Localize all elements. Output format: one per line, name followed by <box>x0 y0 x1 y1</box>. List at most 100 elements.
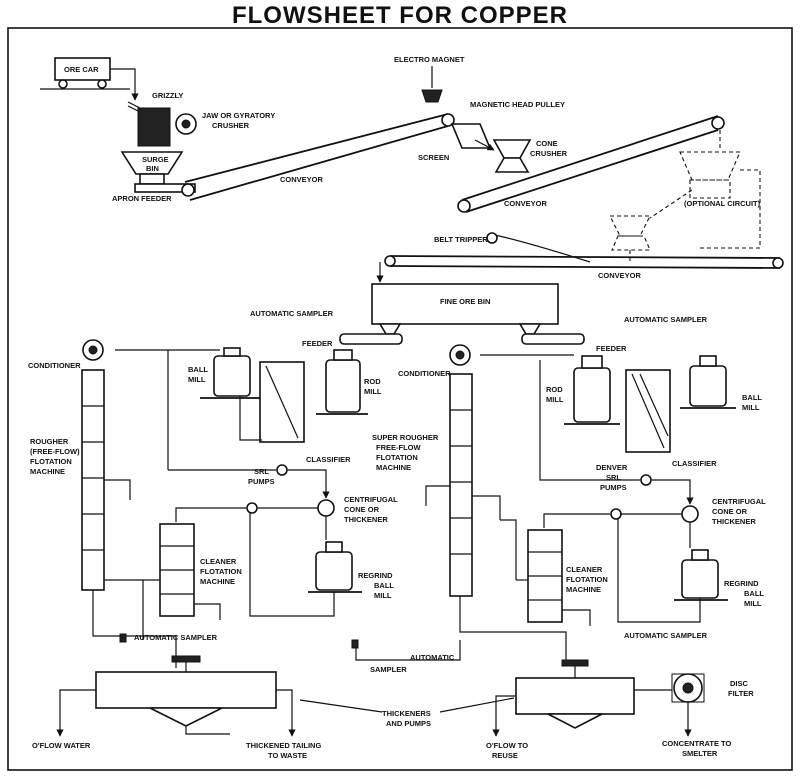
label-denver-srl-3: PUMPS <box>600 483 627 492</box>
label-rod-mill-right: ROD <box>546 385 563 394</box>
label-cleaner-left: CLEANER <box>200 557 237 566</box>
label-denver-srl-2: SRL <box>606 473 621 482</box>
label-electro-magnet: ELECTRO MAGNET <box>394 55 465 64</box>
label-rougher: ROUGHER <box>30 437 69 446</box>
label-srl-pumps-left: SRL <box>254 467 269 476</box>
page-title: FLOWSHEET FOR COPPER <box>231 2 568 29</box>
label-feeder-left: FEEDER <box>302 339 333 348</box>
label-conveyor-2: CONVEYOR <box>504 199 548 208</box>
label-super-rougher: SUPER ROUGHER <box>372 433 439 442</box>
label-rod-mill-left: ROD <box>364 377 381 386</box>
classifier-left <box>259 361 305 443</box>
rougher-flotation-machine <box>81 369 105 591</box>
classifier-right <box>625 369 671 453</box>
label-regrind-left-2: BALL <box>374 581 394 590</box>
label-ball-mill-right: BALL <box>742 393 762 402</box>
label-concentrate-2: SMELTER <box>682 749 718 758</box>
label-screen: SCREEN <box>418 153 449 162</box>
label-rod-mill-left-2: MILL <box>364 387 382 396</box>
electro-magnet <box>421 66 443 103</box>
label-thickened-tailing-2: TO WASTE <box>268 751 307 760</box>
conveyor-1 <box>181 113 455 201</box>
apron-feeder <box>134 183 196 193</box>
label-automatic-mid: AUTOMATIC <box>410 653 455 662</box>
label-thickeners-2: AND PUMPS <box>386 719 431 728</box>
conditioner-left <box>82 339 104 361</box>
label-rougher-2: (FREE-FLOW) <box>30 447 80 456</box>
label-fine-ore-bin: FINE ORE BIN <box>440 297 490 306</box>
label-regrind-right: REGRIND <box>724 579 759 588</box>
conveyor-2 <box>457 115 725 213</box>
label-concentrate: CONCENTRATE TO <box>662 739 731 748</box>
label-automatic-sampler-left: AUTOMATIC SAMPLER <box>250 309 334 318</box>
thickener-left <box>95 655 277 727</box>
label-cone-crusher: CONE <box>536 139 558 148</box>
feeder-right <box>521 333 585 345</box>
label-ball-mill-left-2: MILL <box>188 375 206 384</box>
label-sampler-mid: SAMPLER <box>370 665 407 674</box>
label-rougher-4: MACHINE <box>30 467 65 476</box>
label-ore-car: ORE CAR <box>64 65 99 74</box>
rod-mill-left <box>316 349 368 415</box>
label-surge-bin-2: BIN <box>146 164 159 173</box>
conveyor-3 <box>384 255 784 269</box>
label-cleaner-right-2: FLOTATION <box>566 575 608 584</box>
feeder-left <box>339 333 403 345</box>
label-cleaner-left-3: MACHINE <box>200 577 235 586</box>
label-conveyor-1: CONVEYOR <box>280 175 324 184</box>
label-cone-crusher-2: CRUSHER <box>530 149 568 158</box>
rod-mill-right <box>564 355 620 425</box>
label-cleaner-left-2: FLOTATION <box>200 567 242 576</box>
label-oflow-water: O'FLOW WATER <box>32 741 91 750</box>
thickener-right <box>515 659 635 729</box>
label-conditioner-left: CONDITIONER <box>28 361 81 370</box>
label-regrind-left: REGRIND <box>358 571 393 580</box>
label-cleaner-right: CLEANER <box>566 565 603 574</box>
regrind-ball-mill-right <box>674 549 728 601</box>
cleaner-flotation-right <box>527 529 563 623</box>
ore-car <box>40 57 130 90</box>
label-regrind-right-2: BALL <box>744 589 764 598</box>
label-regrind-right-3: MILL <box>744 599 762 608</box>
label-ball-mill-left: BALL <box>188 365 208 374</box>
ball-mill-left <box>200 347 262 399</box>
label-rod-mill-right-2: MILL <box>546 395 564 404</box>
label-auto-sampler-bottom-left: AUTOMATIC SAMPLER <box>134 633 218 642</box>
label-classifier-left: CLASSIFIER <box>306 455 351 464</box>
label-thickened-tailing: THICKENED TAILING <box>246 741 321 750</box>
denver-srl-pump <box>640 474 652 486</box>
disc-filter <box>671 673 705 703</box>
label-centrifugal-left-3: THICKENER <box>344 515 388 524</box>
centrifugal-cone-left <box>246 499 335 517</box>
label-denver-srl: DENVER <box>596 463 628 472</box>
label-centrifugal-right-2: CONE OR <box>712 507 748 516</box>
label-disc-filter: DISC <box>730 679 749 688</box>
label-classifier-right: CLASSIFIER <box>672 459 717 468</box>
label-oflow-reuse-2: REUSE <box>492 751 518 760</box>
conditioner-right <box>449 344 471 366</box>
label-grizzly: GRIZZLY <box>152 91 183 100</box>
label-optional-circuit: (OPTIONAL CIRCUIT) <box>684 199 761 208</box>
super-rougher-flotation-machine <box>449 373 473 597</box>
sampler-bottom-mid <box>351 639 359 649</box>
label-srl-pumps-left-2: PUMPS <box>248 477 275 486</box>
label-super-rougher-2: FREE-FLOW <box>376 443 421 452</box>
label-disc-filter-2: FILTER <box>728 689 754 698</box>
label-regrind-left-3: MILL <box>374 591 392 600</box>
cone-crusher <box>492 139 532 173</box>
label-surge-bin: SURGE <box>142 155 169 164</box>
ball-mill-right <box>680 355 736 409</box>
label-automatic-sampler-right: AUTOMATIC SAMPLER <box>624 315 708 324</box>
label-ball-mill-right-2: MILL <box>742 403 760 412</box>
label-rougher-3: FLOTATION <box>30 457 72 466</box>
fine-ore-bin <box>371 283 559 335</box>
sampler-bottom-left <box>119 633 127 643</box>
label-centrifugal-left-2: CONE OR <box>344 505 380 514</box>
surge-bin <box>120 151 184 185</box>
label-super-rougher-3: FLOTATION <box>376 453 418 462</box>
label-oflow-reuse: O'FLOW TO <box>486 741 528 750</box>
label-belt-tripper: BELT TRIPPER <box>434 235 488 244</box>
regrind-ball-mill-left <box>308 541 362 593</box>
centrifugal-cone-right <box>610 505 699 523</box>
